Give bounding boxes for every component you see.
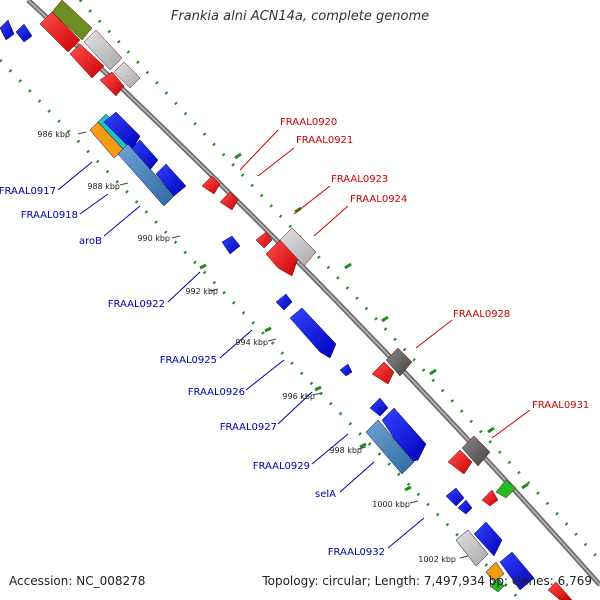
label-fraal0929[interactable]: FRAAL0929 [253,461,310,472]
gene-top-olive [51,0,93,41]
length-label: Length: 7,497,934 bp; [374,574,509,588]
label-fraal0924[interactable]: FRAAL0924 [350,194,407,205]
forward-label-group: FRAAL0920 FRAAL0921 FRAAL0923 FRAAL0924 … [280,117,589,411]
gene-top-red-1 [39,11,81,53]
gene-fraal0923 [255,231,273,249]
tick-label-1000: 1000 kbp [372,500,410,509]
gene-top-blue-2 [15,23,33,43]
gene-fraal0924-gray [279,227,317,267]
label-fraal0925[interactable]: FRAAL0925 [160,355,217,366]
gene-arob [117,143,175,207]
gene-fraal0922 [221,235,241,255]
gene-fraal0932-a [445,487,465,507]
gene-top-blue-1 [0,19,15,41]
gene-fraal0917 [103,111,141,151]
gene-green [495,479,517,499]
gene-sela [365,419,415,475]
genes-label: Genes: 6,769 [511,574,592,588]
label-fraal0922[interactable]: FRAAL0922 [108,299,165,310]
label-fraal0927[interactable]: FRAAL0927 [220,422,277,433]
gene-fraal0931-red [447,449,473,475]
tick-label-998: 998 kbp [329,446,362,455]
tick-label-990: 990 kbp [137,234,170,243]
gene-fraal0928-red [371,361,395,385]
gene-fraal0932 [473,521,503,557]
forward-leaders [239,129,531,439]
accession-info: Accession: NC_008278 [9,574,145,588]
gene-bottom-blue [499,551,535,591]
accession-label: Accession: [9,574,73,588]
label-fraal0920[interactable]: FRAAL0920 [280,117,337,128]
gene-top-gray-1 [83,29,123,71]
gene-fraal0918-b [155,163,187,197]
gene-fraal0929-a [369,397,389,417]
label-fraal0928[interactable]: FRAAL0928 [453,309,510,320]
forward-genes [39,0,573,600]
topology-label: Topology: circular; [262,574,371,588]
label-fraal0932[interactable]: FRAAL0932 [328,547,385,558]
label-fraal0917[interactable]: FRAAL0917 [0,186,56,197]
gene-fraal0932-b [457,499,473,515]
tick-label-988: 988 kbp [87,182,120,191]
map-title: Frankia alni ACN14a, complete genome [170,9,430,24]
label-fraal0923[interactable]: FRAAL0923 [331,174,388,185]
gene-fraal0928 [385,347,413,377]
gene-top-red-2 [69,43,105,79]
reverse-label-group: FRAAL0917 FRAAL0918 aroB FRAAL0922 FRAAL… [0,186,385,558]
tick-label-1002: 1002 kbp [418,555,456,564]
gene-fraal0924 [265,239,299,277]
label-fraal0926[interactable]: FRAAL0926 [188,387,245,398]
label-fraal0921[interactable]: FRAAL0921 [296,135,353,146]
gene-bottom-green [489,577,505,593]
reverse-genes [0,19,535,593]
gc-skew-marks [199,152,529,492]
label-arob[interactable]: aroB [79,236,102,247]
gene-top-gray-2 [113,61,141,89]
tick-label-996: 996 kbp [282,392,315,401]
gene-fraal0931 [461,435,491,467]
reverse-leaders [57,161,425,549]
gene-fraal0927 [339,363,353,377]
scale-labels: 986 kbp 988 kbp 990 kbp 992 kbp 994 kbp … [37,130,456,564]
accession-value: NC_008278 [76,574,146,588]
scale-tick-marks [77,131,469,559]
tick-label-986: 986 kbp [37,130,70,139]
tick-label-992: 992 kbp [185,287,218,296]
label-fraal0931[interactable]: FRAAL0931 [532,400,589,411]
label-sela[interactable]: selA [315,489,336,500]
label-fraal0918[interactable]: FRAAL0918 [21,210,78,221]
gene-fraal0920 [201,175,221,195]
gene-red-small [481,489,499,507]
gene-top-red-3 [99,71,125,97]
gene-fraal0926 [289,307,337,359]
tick-label-994: 994 kbp [235,338,268,347]
gene-bottom-orange [485,561,505,583]
gene-bottom-red [547,581,573,600]
gene-bottom-gray [455,529,489,567]
gene-fraal0925 [275,293,293,311]
gene-fraal0921 [219,191,239,211]
genome-stats: Topology: circular; Length: 7,497,934 bp… [262,574,592,588]
